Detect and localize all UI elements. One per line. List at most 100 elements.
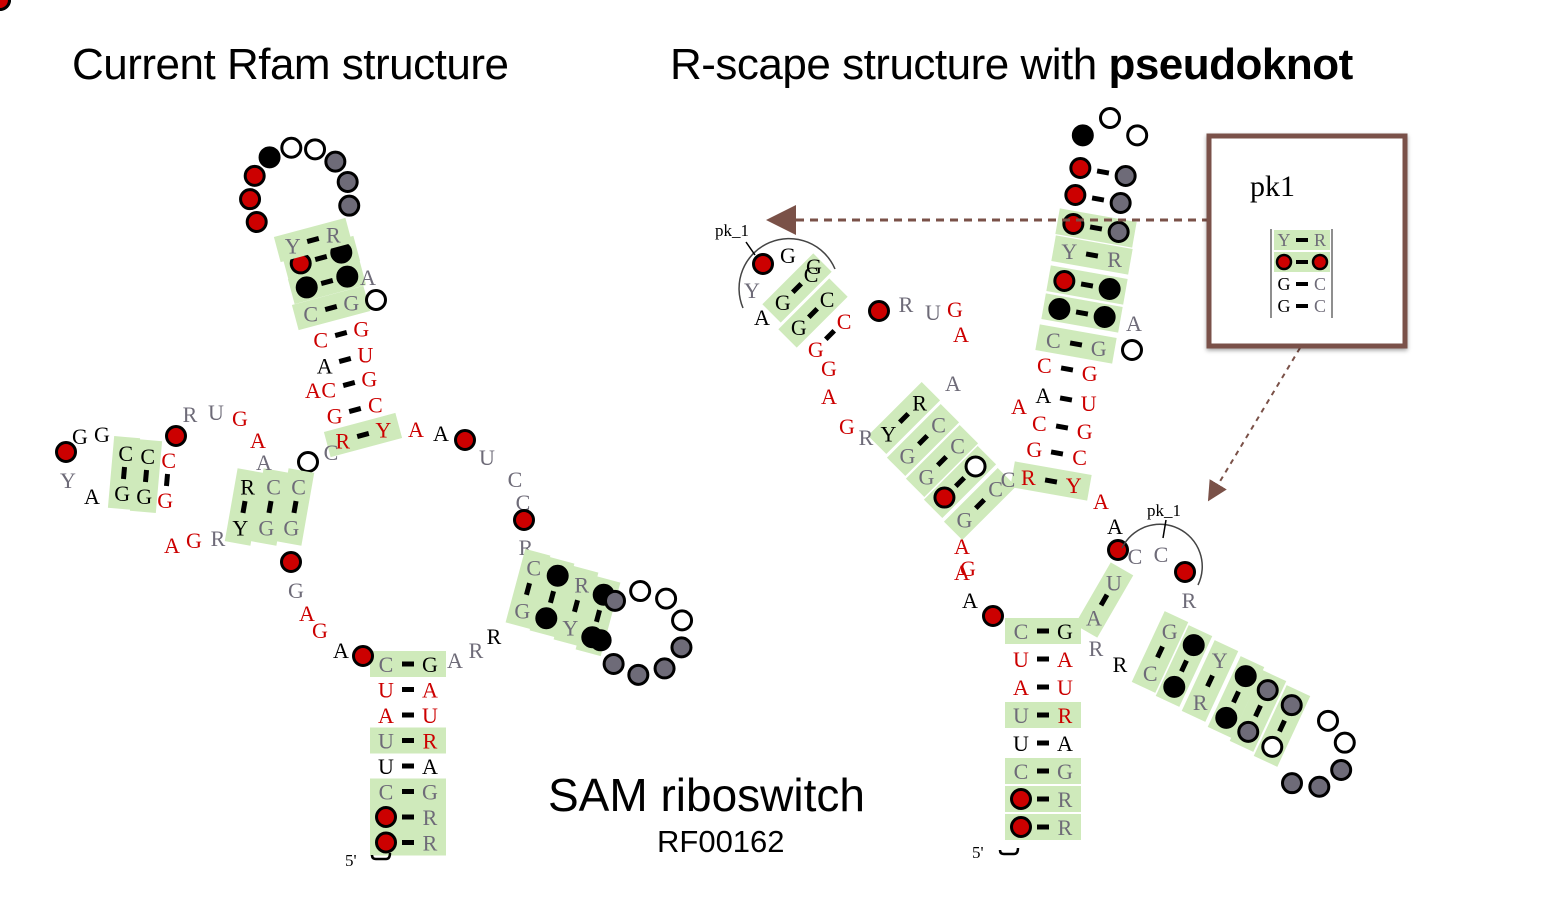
nucleotide-letter: C xyxy=(1154,542,1169,567)
pair-bond xyxy=(548,590,556,604)
nucleotide-circle xyxy=(982,605,1004,627)
nucleotide-letter: C xyxy=(526,556,541,581)
loop-nucleotide xyxy=(629,580,652,603)
nucleotide-letter: C xyxy=(1314,296,1326,316)
nucleotide-letter: Y xyxy=(232,516,248,541)
nucleotide-letter: A xyxy=(360,265,376,290)
nucleotide-letter: A xyxy=(299,601,315,626)
pair-bond xyxy=(324,304,338,312)
base-pair: R xyxy=(1005,814,1081,840)
pair-bond xyxy=(1179,659,1189,673)
loop-nucleotide xyxy=(258,146,281,169)
nucleotide-letter: G xyxy=(1057,759,1073,784)
nucleotide-circle xyxy=(352,645,374,667)
pair-bond xyxy=(356,431,370,439)
pk-arc-right xyxy=(1121,523,1203,586)
nucleotide-letter: A xyxy=(953,322,969,347)
caption-family-name: SAM riboswitch xyxy=(548,769,865,821)
nucleotide-letter: G xyxy=(94,422,110,447)
loop-nucleotide xyxy=(280,136,303,159)
loop-nucleotide xyxy=(1317,709,1339,732)
nucleotide-letter: R xyxy=(1089,636,1104,661)
nucleotide-circle xyxy=(868,300,890,322)
pk-marker-left: pk_1 xyxy=(715,221,749,240)
nucleotide-circle xyxy=(1010,788,1032,810)
nucleotide-letter: A xyxy=(1011,394,1027,419)
nucleotide-letter: C xyxy=(1314,274,1326,294)
base-pair xyxy=(1041,293,1123,333)
nucleotide-letter: U xyxy=(1057,675,1073,700)
nucleotide-letter: R xyxy=(211,526,226,551)
nucleotide-letter: R xyxy=(423,831,438,856)
nucleotide-letter: A xyxy=(422,754,438,779)
nucleotide-circle xyxy=(1093,305,1116,328)
nucleotide-letter: G xyxy=(960,556,976,581)
loop-nucleotide xyxy=(1281,772,1303,795)
nucleotide-letter: A xyxy=(1086,605,1102,630)
nucleotide-circle xyxy=(1064,184,1087,207)
pair-bond xyxy=(1096,168,1110,176)
loop-nucleotide xyxy=(1071,124,1094,147)
nucleotide-letter: C xyxy=(118,441,133,466)
base-pair: GC xyxy=(943,467,1017,541)
base-pair xyxy=(281,235,361,281)
nucleotide-letter: A xyxy=(317,353,333,378)
nucleotide-letter: C xyxy=(321,377,336,402)
nucleotide-letter: U xyxy=(1013,647,1029,672)
pair-bond xyxy=(314,254,328,262)
nucleotide-letter: G xyxy=(258,516,274,541)
nucleotide-letter: A xyxy=(954,560,970,585)
base-pair: GC xyxy=(1131,611,1189,693)
nucleotide-letter: G xyxy=(821,356,837,381)
nucleotide-letter: G xyxy=(918,465,934,490)
nucleotide-letter: A xyxy=(1093,489,1109,514)
pair-bond xyxy=(973,497,987,511)
nucleotide-letter: Y xyxy=(1278,230,1291,250)
nucleotide-letter: Y xyxy=(562,615,578,640)
nucleotide-letter: C xyxy=(368,393,383,418)
nucleotide-letter: G xyxy=(839,414,855,439)
nucleotide-letter: U xyxy=(378,754,394,779)
nucleotide-letter: C xyxy=(820,287,835,312)
nucleotide-letter: C xyxy=(379,652,394,677)
base-pair xyxy=(1207,656,1265,738)
loop-nucleotide xyxy=(1308,775,1331,798)
pair-bond xyxy=(806,306,820,320)
nucleotide-letter: G xyxy=(806,254,822,279)
nucleotide-letter: G xyxy=(353,317,369,342)
nucleotide-circle xyxy=(933,486,956,509)
nucleotide-letter: G xyxy=(775,290,791,315)
pk-tick-right xyxy=(1162,519,1167,539)
nucleotide-letter: C xyxy=(303,301,318,326)
pk-arc-left xyxy=(738,237,836,309)
nucleotide-letter: G xyxy=(1278,296,1291,316)
nucleotide-letter: C xyxy=(804,262,819,287)
base-pair: CG xyxy=(129,439,163,513)
nucleotide-letter: Y xyxy=(1066,473,1082,498)
base-pair xyxy=(1046,265,1128,305)
loop-nucleotide xyxy=(338,194,361,217)
nucleotide-circle xyxy=(1275,253,1293,271)
nucleotide-letter: G xyxy=(288,578,304,603)
nucleotide-letter: G xyxy=(791,315,807,340)
pair-bond xyxy=(1098,593,1110,607)
pair-bond xyxy=(120,466,128,480)
nucleotide-letter: C xyxy=(516,490,531,515)
nucleotide-letter: C xyxy=(313,327,328,352)
base-pair xyxy=(1253,685,1311,767)
nucleotide-letter: R xyxy=(487,624,502,649)
nucleotide-letter: G xyxy=(422,780,438,805)
